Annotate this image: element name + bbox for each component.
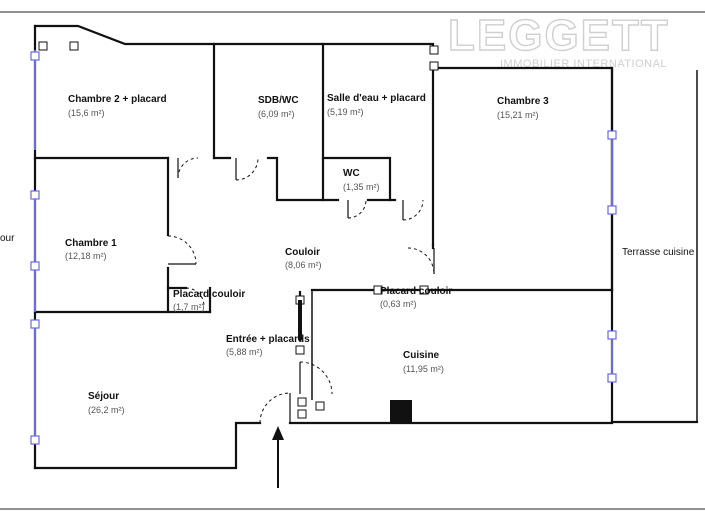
room-name-chambre2: Chambre 2 + placard <box>68 94 167 105</box>
room-name-sdb: SDB/WC <box>258 95 299 106</box>
room-area-entree: (5,88 m²) <box>226 347 263 357</box>
wall-wc <box>321 156 397 202</box>
wall-sdb-bottom <box>266 156 340 202</box>
fixture-node <box>373 285 383 295</box>
room-name-couloir: Couloir <box>285 247 320 258</box>
fixture-node <box>38 41 48 51</box>
room-area-sdb: (6,09 m²) <box>258 109 295 119</box>
room-name-wc: WC <box>343 168 360 179</box>
brand-logo-text: LEGGETT <box>448 11 670 60</box>
window-node <box>607 205 617 215</box>
door-chambre1 <box>167 235 197 265</box>
fixture-node <box>297 409 307 419</box>
room-area-wc: (1,35 m²) <box>343 182 380 192</box>
window-node <box>30 261 40 271</box>
fixture-node <box>419 285 429 295</box>
wall-bottom-left <box>33 421 262 470</box>
room-name-chambre1: Chambre 1 <box>65 238 117 249</box>
window-node <box>607 130 617 140</box>
room-area-chambre3: (15,21 m²) <box>497 110 539 120</box>
window-node <box>30 435 40 445</box>
kitchen-appliance <box>390 400 412 422</box>
room-area-chambre2: (15,6 m²) <box>68 108 105 118</box>
window-node <box>30 319 40 329</box>
fixture-node <box>297 397 307 407</box>
cut-label-left: our <box>0 233 15 244</box>
room-name-terrasse: Terrasse cuisine <box>622 247 695 258</box>
brand-watermark: LEGGETT IMMOBILIER INTERNATIONAL <box>447 10 670 70</box>
fixtures <box>38 41 439 422</box>
room-name-placard-couloir-right: Placard couloir <box>380 286 452 297</box>
entrance-arrow <box>272 426 284 488</box>
fixture-node <box>429 45 439 55</box>
fixture-node <box>315 401 325 411</box>
room-labels: Chambre 2 + placard (15,6 m²) SDB/WC (6,… <box>0 93 695 415</box>
door-chambre3 <box>407 247 435 275</box>
fixture-node <box>429 61 439 71</box>
doors <box>167 157 435 424</box>
room-area-sejour: (26,2 m²) <box>88 405 125 415</box>
room-area-placard-couloir-left: (1,7 m²) <box>173 302 205 312</box>
door-sdb <box>235 157 259 181</box>
room-area-couloir: (8,06 m²) <box>285 260 322 270</box>
room-name-sejour: Séjour <box>88 391 119 402</box>
door-wc <box>347 199 367 219</box>
door-entrance <box>259 392 291 424</box>
windows <box>30 50 617 445</box>
door-cuisine <box>299 361 333 395</box>
room-name-cuisine: Cuisine <box>403 350 440 361</box>
room-name-chambre3: Chambre 3 <box>497 96 549 107</box>
door-placard <box>185 287 205 307</box>
fixture-node <box>295 345 305 355</box>
room-name-entree: Entrée + placards <box>226 334 310 345</box>
room-area-placard-couloir-right: (0,63 m²) <box>380 299 417 309</box>
room-name-salle-eau: Salle d'eau + placard <box>327 93 426 104</box>
room-name-placard-couloir-left: Placard couloir <box>173 289 245 300</box>
door-chambre2 <box>177 157 199 179</box>
room-area-cuisine: (11,95 m²) <box>403 364 444 374</box>
wall-top-left <box>33 24 435 55</box>
door-salleau <box>402 199 424 221</box>
room-area-salle-eau: (5,19 m²) <box>327 107 364 117</box>
window-node <box>607 330 617 340</box>
window-node <box>30 51 40 61</box>
window-node <box>30 190 40 200</box>
window-node <box>607 373 617 383</box>
fixture-node <box>69 41 79 51</box>
room-area-chambre1: (12,18 m²) <box>65 251 107 261</box>
